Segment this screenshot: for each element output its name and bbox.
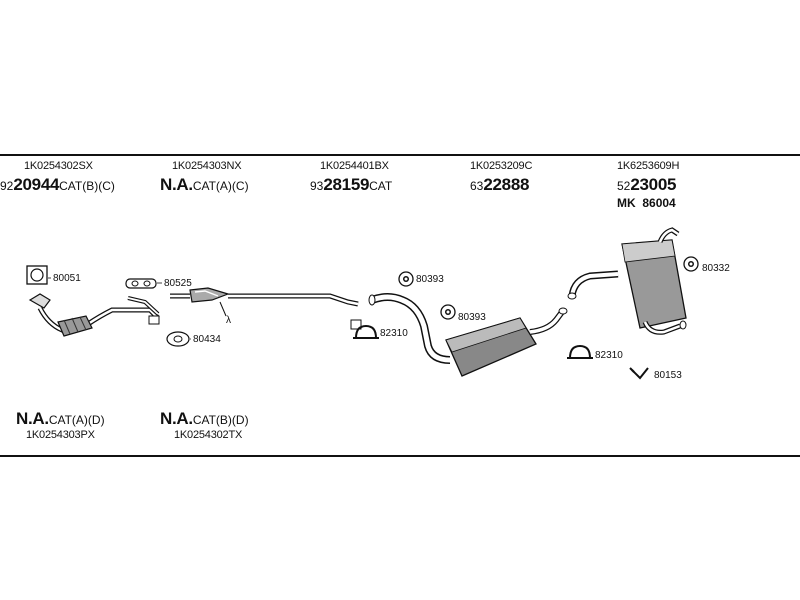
part-suffix-2: CAT(A)(C) bbox=[192, 179, 249, 193]
clamp-82310-right-icon bbox=[567, 344, 593, 359]
part-code-4: 1K0253209C bbox=[470, 160, 533, 172]
gasket-80434-icon bbox=[166, 331, 190, 347]
pipe-clamp-icon bbox=[350, 319, 362, 330]
label-80434: 80434 bbox=[193, 334, 221, 345]
bottom-part-number-2: N.A. bbox=[160, 409, 193, 428]
catalyst-pipe-icon bbox=[170, 287, 359, 307]
part-price-row-2: N.A.CAT(A)(C) bbox=[160, 176, 249, 195]
bottom-part-code-2: 1K0254302TX bbox=[174, 429, 243, 441]
lambda-pointer-line bbox=[219, 301, 227, 317]
part-number-5: 23005 bbox=[630, 175, 677, 194]
part-price-row-5: 5223005 bbox=[617, 176, 676, 195]
mounting-kit-number: 86004 bbox=[642, 196, 676, 210]
part-price-row-1: 9220944CAT(B)(C) bbox=[0, 176, 115, 195]
part-number-3: 28159 bbox=[323, 175, 370, 194]
label-80393-mid: 80393 bbox=[458, 312, 486, 323]
ring-80393-mid-icon bbox=[440, 304, 456, 320]
part-code-2: 1K0254303NX bbox=[172, 160, 242, 172]
part-number-1: 20944 bbox=[13, 175, 60, 194]
top-divider-line bbox=[0, 154, 800, 156]
bottom-part-suffix-1: CAT(A)(D) bbox=[48, 413, 105, 427]
rubber-mount-80332-icon bbox=[683, 256, 699, 272]
part-code-1: 1K0254302SX bbox=[24, 160, 93, 172]
part-code-5: 1K6253609H bbox=[617, 160, 680, 172]
part-code-3: 1K0254401BX bbox=[320, 160, 389, 172]
part-number-4: 22888 bbox=[483, 175, 530, 194]
part-suffix-1: CAT(B)(C) bbox=[59, 179, 115, 193]
part-number-2: N.A. bbox=[160, 175, 193, 194]
label-82310-right: 82310 bbox=[595, 350, 623, 361]
bottom-part-number-1: N.A. bbox=[16, 409, 49, 428]
middle-silencer-icon bbox=[368, 293, 568, 377]
label-80393-top: 80393 bbox=[416, 274, 444, 285]
label-80332: 80332 bbox=[702, 263, 730, 274]
bottom-divider-line bbox=[0, 455, 800, 457]
part-price-row-3: 9328159CAT bbox=[310, 176, 392, 195]
gasket-80525-icon bbox=[125, 278, 157, 289]
part-prefix-5: 52 bbox=[617, 179, 631, 193]
hanger-80153-icon bbox=[629, 367, 649, 380]
part-suffix-3: CAT bbox=[369, 179, 393, 193]
part-price-row-4: 6322888 bbox=[470, 176, 529, 195]
clamp-82310-left-icon bbox=[353, 324, 379, 339]
bottom-part-code-1: 1K0254303PX bbox=[26, 429, 95, 441]
rear-silencer-icon bbox=[567, 227, 687, 335]
label-80153: 80153 bbox=[654, 370, 682, 381]
part-prefix-1: 92 bbox=[0, 179, 14, 193]
bottom-part-row-2: N.A.CAT(B)(D) bbox=[160, 410, 249, 429]
label-80525: 80525 bbox=[164, 278, 192, 289]
lambda-label: λ bbox=[226, 315, 231, 326]
front-pipe-catalyst-icon bbox=[28, 293, 160, 337]
part-prefix-3: 93 bbox=[310, 179, 324, 193]
part-prefix-4: 63 bbox=[470, 179, 484, 193]
mounting-kit-prefix: MK bbox=[617, 196, 636, 210]
ring-80393-top-icon bbox=[398, 271, 414, 287]
bottom-part-suffix-2: CAT(B)(D) bbox=[192, 413, 249, 427]
mounting-kit: MK 86004 bbox=[617, 194, 676, 212]
gasket-80051-icon bbox=[26, 265, 48, 285]
bottom-part-row-1: N.A.CAT(A)(D) bbox=[16, 410, 105, 429]
label-82310-left: 82310 bbox=[380, 328, 408, 339]
label-80051: 80051 bbox=[53, 273, 81, 284]
